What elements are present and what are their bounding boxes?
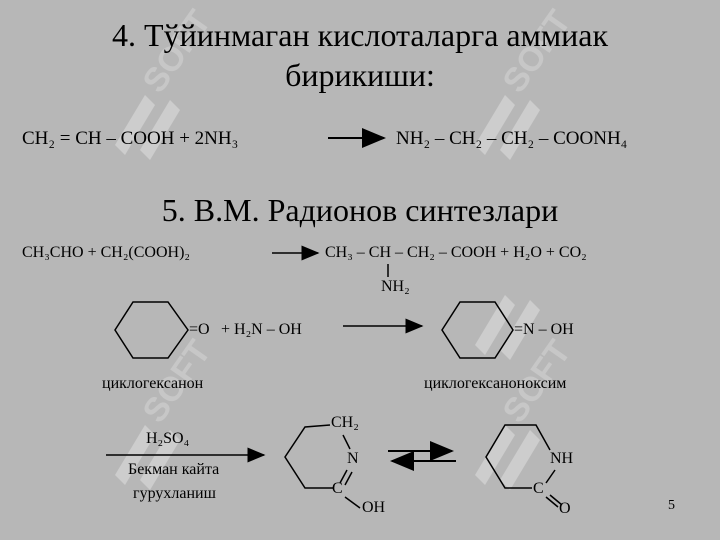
label-oxime: циклогексаноноксим <box>424 375 567 392</box>
eq5-2-reagent: + H₂N – OH <box>221 321 302 338</box>
eq5-1-sub: NH₂ <box>381 278 410 295</box>
eq4-left: CH₂ = CH – COOH + 2NH₃ <box>22 128 239 149</box>
ring4-c: C <box>533 480 544 497</box>
section4-title-line1: 4. Тўйинмаган кислоталарга аммиак <box>112 17 608 53</box>
eq5-1-right: CH₃ – CH – CH₂ – COOH + H₂O + CO₂ <box>325 244 587 261</box>
eq5-1-left: CH₃CHO + CH₂(COOH)₂ <box>22 244 190 261</box>
section5-title: 5. В.М. Радионов синтезлари <box>161 192 559 228</box>
ring3-oh: OH <box>362 499 386 516</box>
watermark-logo-5 <box>475 295 540 360</box>
ring1-group: =O <box>189 321 210 338</box>
ring-cyclohexanone <box>114 301 189 359</box>
page-number: 5 <box>668 498 675 513</box>
eq5-3-condition2: гурухланиш <box>133 485 216 502</box>
eq5-3-condition1: Бекман кайта <box>128 461 220 478</box>
ring3-ch2: CH₂ <box>331 414 359 431</box>
eq5-3-reagent: H₂SO₄ <box>146 430 190 447</box>
section4-title-line2: бирикиши: <box>285 57 435 93</box>
ring2-group: =N – OH <box>514 321 574 338</box>
ring3-c: C <box>332 480 343 497</box>
ring4-o: O <box>559 500 571 517</box>
ring4-nh: NH <box>550 450 574 467</box>
ring3-n: N <box>347 450 359 467</box>
ring4-bonds <box>485 424 551 489</box>
eq4-right: NH₂ – CH₂ – CH₂ – COONH₄ <box>396 128 628 149</box>
ring3-bonds <box>284 424 333 489</box>
ring-oxime <box>441 301 514 359</box>
label-cyclohexanone: циклогексанон <box>102 375 204 392</box>
